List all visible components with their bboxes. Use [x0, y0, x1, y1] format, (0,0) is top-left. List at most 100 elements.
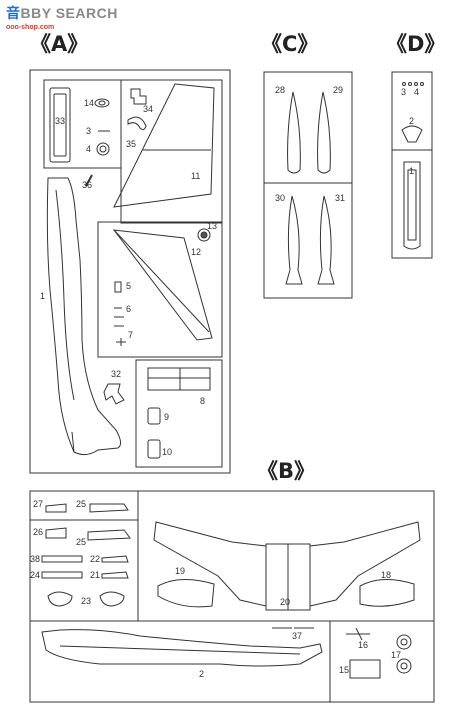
part-25-top	[89, 503, 129, 513]
sprue-a-subframe-bottom	[135, 359, 223, 468]
sprue-d	[391, 71, 433, 259]
part-8	[147, 367, 211, 391]
part-label: 16	[358, 640, 369, 650]
part-2-fuselage	[41, 629, 323, 667]
part-label: 34	[143, 104, 154, 114]
sprue-d-frame	[391, 71, 433, 259]
part-label: 17	[391, 650, 402, 660]
part-14	[94, 98, 110, 108]
watermark-url: ooo-shop.com	[6, 24, 55, 31]
part-17-bottom	[396, 658, 412, 674]
part-23-left	[47, 591, 73, 607]
part-label: 14	[84, 98, 95, 108]
section-c-title: 《C》	[261, 32, 319, 56]
part-32	[103, 383, 125, 405]
part-label: 13	[207, 221, 218, 231]
part-4	[96, 142, 110, 156]
part-label: 28	[275, 85, 286, 95]
part-label: 5	[126, 281, 132, 291]
part-label: 27	[33, 499, 44, 509]
part-17-top	[396, 634, 412, 650]
section-d-title: 《D》	[386, 32, 446, 56]
part-label: 4	[414, 87, 420, 97]
part-label: 7	[128, 330, 134, 340]
part-label: 2	[199, 669, 205, 679]
part-label: 18	[381, 570, 392, 580]
section-b-title: 《B》	[257, 459, 316, 483]
sprue-c	[263, 71, 353, 299]
part-label: 3	[401, 87, 407, 97]
part-label: 1	[40, 291, 46, 301]
part-label: 35	[126, 139, 137, 149]
part-27	[45, 503, 67, 513]
part-21	[101, 571, 129, 579]
part-label: 21	[90, 570, 101, 580]
sprue-c-frame	[263, 71, 353, 299]
part-1-d-canopy	[403, 161, 421, 250]
part-label: 8	[200, 396, 206, 406]
part-label: 32	[111, 369, 122, 379]
sprue-a-frame	[29, 69, 231, 474]
part-20-right-wing	[309, 521, 421, 607]
part-36	[85, 174, 93, 187]
part-label: 11	[191, 171, 201, 181]
part-20-left-wing	[153, 521, 267, 607]
part-label: 29	[333, 85, 344, 95]
part-4-d	[420, 82, 424, 86]
sprue-b	[29, 490, 435, 703]
sprue-a-subframe-wing-mid	[97, 221, 223, 358]
part-label: 4	[86, 144, 92, 154]
part-35	[127, 116, 147, 131]
part-label: 31	[335, 193, 346, 203]
part-30	[285, 195, 303, 285]
part-13	[197, 228, 211, 242]
part-label: 24	[30, 570, 41, 580]
part-25-bottom	[87, 529, 131, 541]
part-label: 26	[33, 527, 44, 537]
part-label: 33	[55, 116, 66, 126]
part-2-d	[401, 125, 423, 143]
part-18	[359, 579, 415, 607]
part-33-panel	[49, 87, 71, 163]
part-label: 36	[82, 180, 93, 190]
part-label: 20	[280, 597, 291, 607]
part-10	[147, 439, 161, 459]
part-label: 3	[86, 126, 92, 136]
part-label: 2	[409, 116, 415, 126]
part-38	[41, 555, 83, 563]
section-a-title: 《A》	[30, 32, 89, 56]
part-22	[101, 555, 129, 563]
part-15	[349, 659, 381, 679]
part-28	[287, 91, 301, 174]
part-11-wing	[113, 83, 215, 208]
part-label: 30	[275, 193, 286, 203]
part-label: 38	[30, 554, 41, 564]
part-label: 25	[76, 537, 87, 547]
part-label: 22	[90, 554, 101, 564]
part-label: 25	[76, 499, 87, 509]
part-9	[147, 407, 161, 425]
part-16	[346, 627, 370, 641]
part-7	[116, 338, 126, 346]
part-label: 1	[409, 166, 415, 176]
part-label: 12	[191, 247, 202, 257]
part-31	[317, 195, 335, 285]
part-label: 6	[126, 304, 132, 314]
part-24	[41, 571, 83, 579]
sprue-a-subframe-wing-top	[120, 79, 223, 224]
part-label: 37	[292, 631, 303, 641]
part-label: 19	[175, 566, 186, 576]
part-label: 23	[81, 596, 92, 606]
sprue-a	[29, 69, 231, 474]
part-label: 15	[339, 665, 350, 675]
part-3-d	[402, 82, 406, 86]
part-label: 10	[162, 447, 173, 457]
part-5	[114, 281, 122, 293]
part-label: 9	[164, 412, 170, 422]
part-26	[45, 527, 67, 539]
part-34	[130, 88, 147, 105]
part-29	[317, 91, 331, 174]
part-12-wing	[112, 229, 213, 341]
